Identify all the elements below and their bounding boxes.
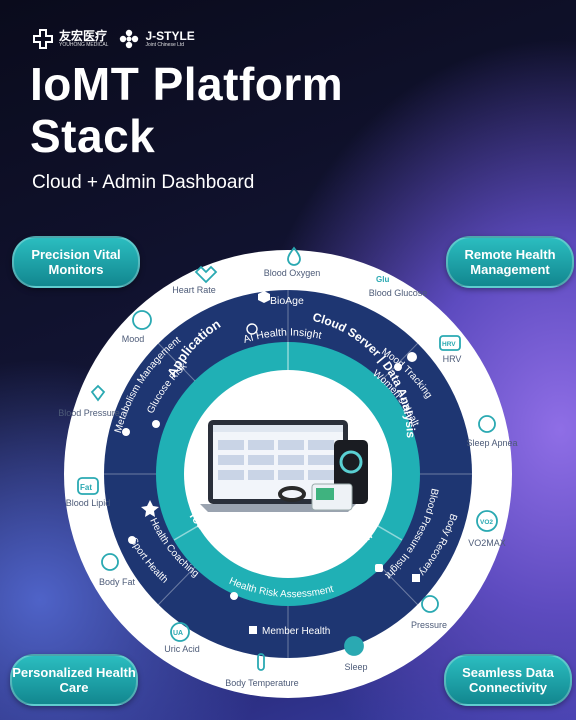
page-subtitle: Cloud + Admin Dashboard [32,172,255,193]
sleep-icon [344,636,364,656]
heart-rate-icon [194,265,218,284]
ua-icon-text: UA [173,630,183,637]
brand-logos: 友宏医疗 YOUHONG MEDICAL J-STYLE Joint Chine… [32,28,195,50]
logo1-sub: YOUHONG MEDICAL [59,42,109,48]
smart-ring [278,486,306,502]
bioage-label: BioAge [270,295,304,307]
inner-ring-icons [122,291,420,634]
outer-metric-icons: Glu HRV Fat VO2 UA [77,246,498,671]
hrv-label: HRV [443,354,462,364]
youhong-cross-icon [33,29,53,49]
blood-oxygen-icon [287,246,301,266]
outer-metric-labels: Blood Oxygen Blood Glucose Heart Rate Mo… [58,268,517,688]
recovery-icon [412,574,420,582]
youhong-logo: 友宏医疗 YOUHONG MEDICAL [32,28,108,50]
ai-icon [246,323,258,335]
vo2-icon-text: VO2 [480,519,493,526]
member-icon [249,626,257,634]
blood-lipid-icon [77,477,99,495]
mood-icon [132,310,152,330]
hrv-icon-text: HRV [442,341,456,348]
uric-acid-label: Uric Acid [164,644,200,654]
body-fat-label: Body Fat [99,577,136,587]
woman-icon [394,363,402,371]
blood-pressure-label: Blood Pressure [58,408,120,418]
logo1-text: 友宏医疗 [59,29,108,43]
bp-insight-icon [375,564,383,572]
blood-lipid-label: Blood Lipid [66,498,111,508]
heart-rate-label: Heart Rate [172,285,216,295]
pill-seamless-data-connectivity: Seamless Data Connectivity [444,654,572,706]
page-title: IoMT Platform Stack [30,58,343,162]
blood-oxygen-label: Blood Oxygen [264,268,321,278]
pressure-label: Pressure [411,620,447,630]
smile-icon [407,352,417,362]
uric-acid-icon [170,622,190,642]
sleep-apnea-label: Sleep Apnea [466,438,517,448]
cube-icon [258,291,270,303]
logo2-sub: Joint Chinese Ltd [145,42,185,48]
pill-precision-vital-monitors: Precision Vital Monitors [12,236,140,288]
vo2max-label: VO2MAX [468,538,506,548]
title-line-1: IoMT Platform [30,58,344,110]
mood-label: Mood [122,334,145,344]
sparkle-icon [141,500,159,517]
body-fat-icon [101,553,119,571]
body-temperature-label: Body Temperature [225,678,298,688]
hrv-icon [439,335,461,351]
title-line-2: Stack [30,110,156,162]
blood-pressure-label-text: Blood Pressure [58,408,120,418]
fat-icon-text: Fat [80,483,92,492]
jstyle-flower-icon [120,29,139,49]
glucose-risk-icon [152,420,160,428]
glu-icon-text: Glu [376,275,389,284]
pill-remote-health-management: Remote Health Management [446,236,574,288]
risk-icon [230,592,238,600]
member-health-label: Member Health [262,626,330,637]
vo2max-icon [476,510,498,532]
metabolism-icon [122,428,130,436]
core-dividers [173,342,403,541]
ring-dividers [104,290,472,658]
blood-pressure-icon [90,384,106,402]
jstyle-logo: J-STYLE Joint Chinese Ltd [118,28,195,50]
sleep-label: Sleep [344,662,367,672]
sleep-apnea-icon [478,415,496,433]
pressure-icon [421,595,439,613]
sport-icon [128,536,136,544]
pill-personalized-health-care: Personalized Health Care [10,654,138,706]
logo2-text: J-STYLE [145,29,195,43]
center-devices [200,420,368,512]
thermometer-icon [257,653,265,671]
blood-glucose-label: Blood Glucose [369,288,428,298]
